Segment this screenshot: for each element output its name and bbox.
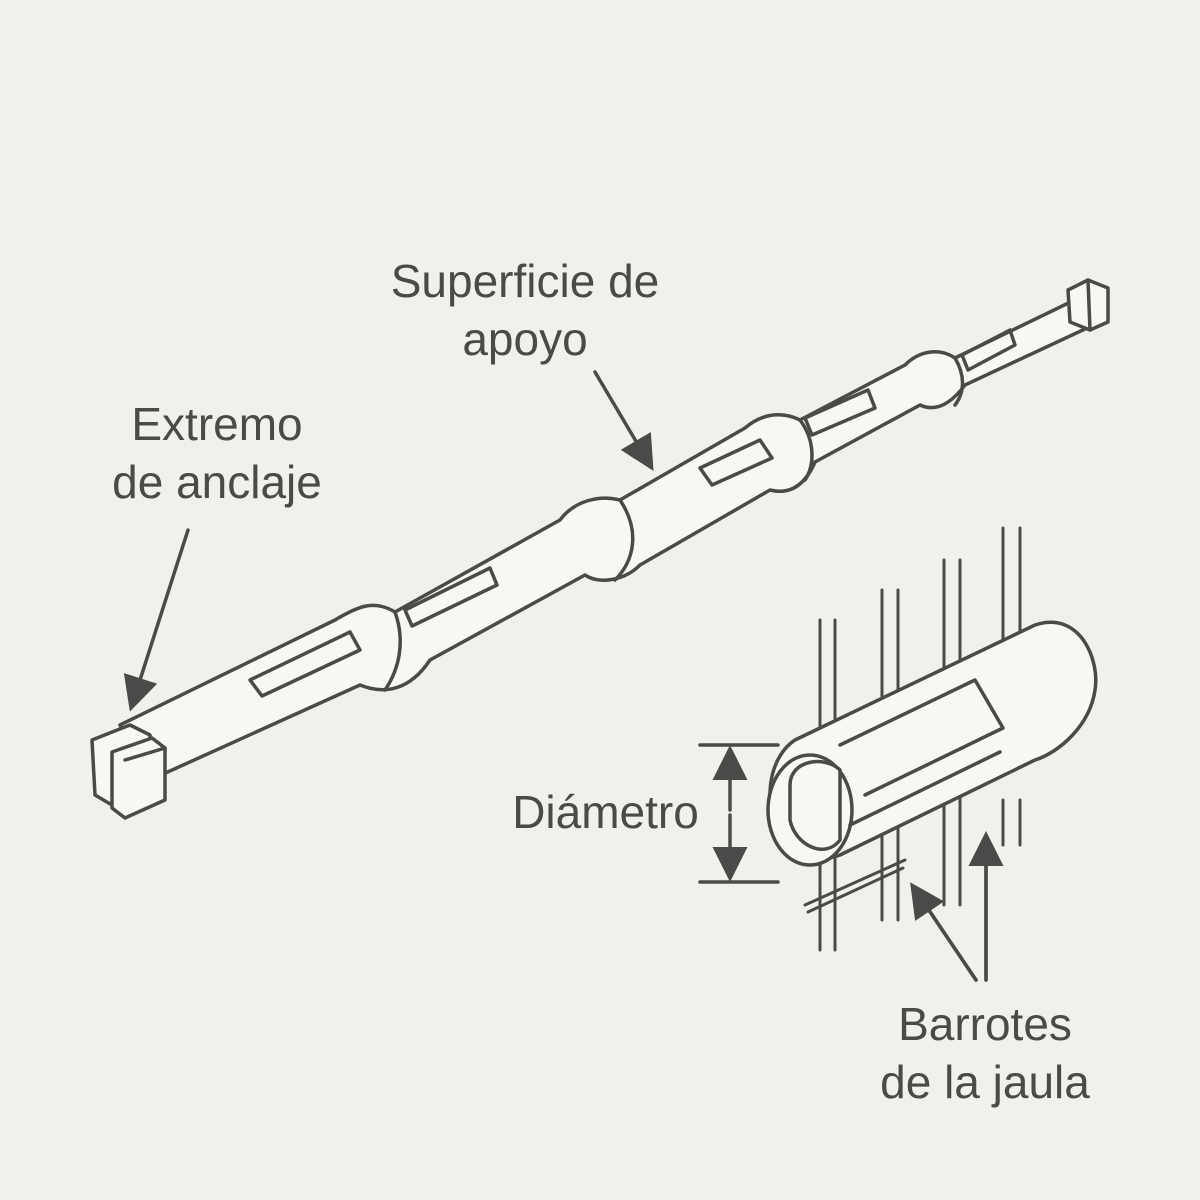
label-diameter: Diámetro — [512, 786, 699, 838]
diameter-dimension — [698, 743, 780, 884]
perch-rod — [118, 293, 1102, 782]
anchor-end-arrow — [123, 528, 190, 712]
label-anchor-end: Extremo de anclaje — [112, 398, 322, 508]
grip-pad — [698, 438, 774, 487]
anchor-cap-right — [1066, 278, 1110, 332]
grip-pad — [803, 388, 877, 437]
anchor-cap-left — [90, 723, 167, 820]
label-support-surface: Superficie de apoyo — [390, 255, 660, 365]
label-cage-bars: Barrotes de la jaula — [880, 998, 1090, 1108]
grip-pad — [248, 630, 362, 698]
perch-cross-section — [766, 620, 1098, 867]
support-surface-arrow — [593, 370, 654, 472]
grip-pad — [960, 328, 1017, 372]
grip-pad — [403, 566, 499, 628]
cage-bars-arrows — [910, 831, 1004, 982]
